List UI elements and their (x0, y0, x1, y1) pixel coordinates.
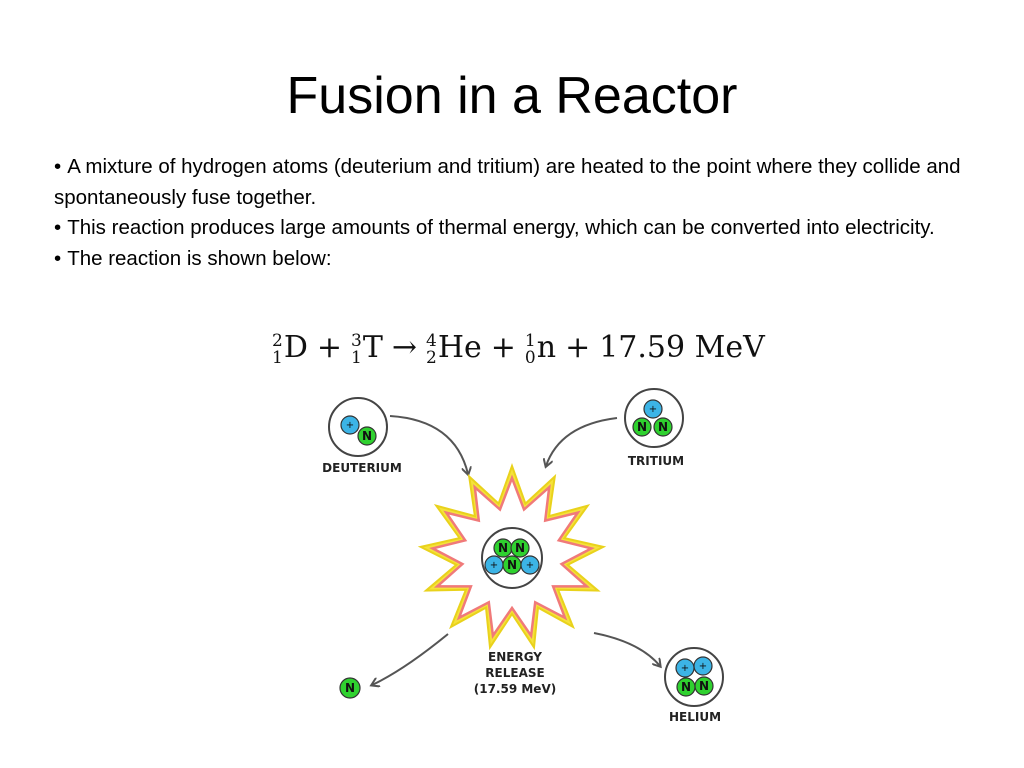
label-deuterium: DEUTERIUM (322, 461, 402, 475)
helium-atom: + + N N (664, 647, 724, 707)
neutron (694, 676, 714, 696)
proton (520, 555, 540, 575)
deuterium-atom: + N (328, 397, 388, 457)
atomic-number: 1 (351, 348, 362, 368)
mass-number: 4 (426, 331, 437, 351)
plus-sign: + (316, 330, 343, 365)
nuclide-symbol: D (283, 330, 308, 365)
arrow-center-to-helium (593, 632, 660, 666)
label-energy-line2: RELEASE (485, 666, 544, 680)
arrow-deuterium-to-center (389, 415, 468, 474)
proton (693, 656, 713, 676)
bullet-item: •A mixture of hydrogen atoms (deuterium … (54, 152, 984, 213)
proton-mark: + (681, 663, 689, 674)
energy-value: 17.59 MeV (599, 330, 765, 365)
bullet-text: This reaction produces large amounts of … (67, 216, 935, 239)
proton (643, 399, 663, 419)
bullet-item: •This reaction produces large amounts of… (54, 213, 984, 244)
mass-number: 3 (351, 331, 362, 351)
neutron (357, 426, 377, 446)
neutron (653, 417, 673, 437)
proton-mark: + (490, 560, 498, 571)
neutron-letter: N (699, 679, 709, 693)
neutron-letter: N (637, 420, 647, 434)
label-energy-line1: ENERGY (488, 650, 542, 664)
plus-sign: + (565, 330, 591, 365)
atomic-number: 2 (426, 348, 437, 368)
label-helium: HELIUM (669, 710, 721, 724)
mass-number: 1 (524, 331, 536, 351)
bullet-list: •A mixture of hydrogen atoms (deuterium … (54, 152, 984, 274)
arrow-tritium-to-center (546, 417, 618, 466)
nuclide-symbol: T (362, 330, 383, 365)
neutron-letter: N (681, 680, 691, 694)
plus-sign: + (490, 330, 516, 365)
bullet-dot: • (54, 155, 62, 178)
reaction-arrow: → (391, 330, 418, 365)
energy-burst: N N + N + (417, 463, 607, 651)
neutron-letter: N (507, 558, 517, 572)
neutron-letter: N (345, 681, 355, 695)
bullet-text: The reaction is shown below: (67, 246, 332, 270)
proton (340, 415, 360, 435)
slide-title: Fusion in a Reactor (286, 67, 738, 125)
atomic-number: 0 (524, 348, 536, 368)
atomic-number: 1 (272, 348, 283, 368)
proton-mark: + (346, 420, 354, 431)
proton-mark: + (699, 661, 707, 672)
proton-mark: + (526, 560, 534, 571)
neutron-letter: N (658, 420, 668, 434)
neutron-letter: N (362, 429, 372, 443)
bullet-dot: • (54, 246, 62, 270)
neutron-letter: N (498, 541, 508, 555)
neutron (632, 417, 652, 437)
proton-mark: + (649, 404, 657, 415)
tritium-atom: + N N (624, 388, 684, 448)
mass-number: 2 (272, 331, 283, 351)
nuclide-symbol: He (437, 330, 482, 365)
free-neutron: N (339, 677, 361, 699)
bullet-text: A mixture of hydrogen atoms (deuterium a… (54, 155, 961, 209)
label-tritium: TRITIUM (628, 454, 684, 468)
bullet-item: •The reaction is shown below: (54, 244, 984, 275)
bullet-dot: • (54, 216, 62, 239)
arrow-center-to-neutron (372, 633, 449, 685)
label-energy-line3: (17.59 MeV) (474, 682, 556, 696)
neutron (510, 538, 530, 558)
nuclide-symbol: n (536, 330, 557, 365)
neutron-letter: N (515, 541, 525, 555)
